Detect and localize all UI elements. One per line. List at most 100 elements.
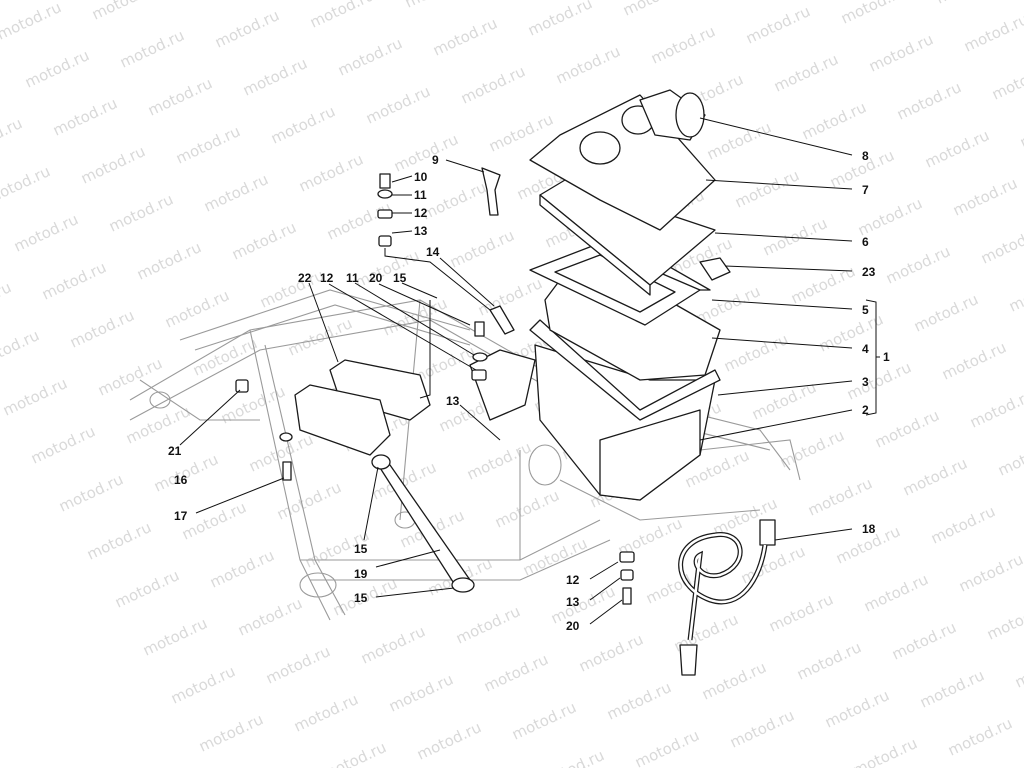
callout-15-lower: 15 [354,542,368,556]
watermark-text: motod.ru [799,98,869,143]
watermark-text: motod.ru [0,114,25,159]
callout-1: 1 [883,350,890,364]
watermark-text: motod.ru [56,470,126,515]
watermark-text: motod.ru [576,630,646,675]
watermark-text: motod.ru [844,358,914,403]
callout-18: 18 [862,522,876,536]
watermark-text: motod.ru [11,210,81,255]
callout-2: 2 [862,403,869,417]
watermark-text: motod.ru [525,0,595,40]
callout-3: 3 [862,375,869,389]
callout-9: 9 [432,153,439,167]
watermark-text: motod.ru [805,474,875,519]
watermark-text: motod.ru [732,166,802,211]
watermark-text: motod.ru [402,0,472,12]
callout-11-upper: 11 [414,188,427,202]
watermark-text: motod.ru [140,614,210,659]
watermark-text: motod.ru [0,326,42,371]
watermark-text: motod.ru [464,438,534,483]
watermark-text: motod.ru [928,502,998,547]
callout-12-upper: 12 [414,206,428,220]
callout-11-mid: 11 [346,271,359,285]
watermark-text: motod.ru [386,670,456,715]
watermark-text: motod.ru [391,130,461,175]
watermark-text: motod.ru [190,334,260,379]
watermark-text: motod.ru [894,78,964,123]
watermark-text: motod.ru [89,0,159,24]
callout-17: 17 [174,509,188,523]
watermark-text: motod.ru [212,6,282,51]
drain-hose [371,454,475,593]
callout-15-bottom: 15 [354,591,368,605]
watermark-text: motod.ru [268,102,338,147]
watermark-text: motod.ru [50,94,120,139]
watermark-text: motod.ru [419,178,489,223]
callout-5: 5 [862,303,869,317]
airbox-base [534,344,716,501]
watermark-text: motod.ru [447,226,517,271]
callout-22: 22 [298,271,312,285]
watermark-text: motod.ru [978,222,1024,267]
watermark-text: motod.ru [822,686,892,731]
leader-lines [179,117,880,625]
watermark-text: motod.ru [1017,106,1024,151]
watermark-text: motod.ru [1006,270,1024,315]
callout-7: 7 [862,183,869,197]
watermark-text: motod.ru [548,582,618,627]
callout-13-mid: 13 [446,394,460,408]
watermark-text: motod.ru [838,0,908,28]
watermark-text: motod.ru [509,698,579,743]
watermark-text: motod.ru [106,190,176,235]
watermark-text: motod.ru [335,34,405,79]
watermark-text: motod.ru [352,246,422,291]
callout-6: 6 [862,235,869,249]
watermark-text: motod.ru [866,30,936,75]
watermark-text: motod.ru [743,2,813,47]
watermark-text: motod.ru [0,374,70,419]
watermark-text: motod.ru [475,274,545,319]
watermark-text: motod.ru [1012,646,1024,691]
breather-tube [489,305,515,335]
watermark-text: motod.ru [184,0,254,4]
watermark-text: motod.ru [168,662,238,707]
fastener-stack [377,173,393,247]
watermark-text: motod.ru [643,562,713,607]
callout-15-mid: 15 [393,271,407,285]
watermark-text: motod.ru [520,534,590,579]
watermark-text: motod.ru [162,286,232,331]
watermark-text: motod.ru [699,658,769,703]
clip-part [481,167,501,216]
watermark-text: motod.ru [738,542,808,587]
watermark-text: motod.ru [537,746,607,768]
callout-12-bottom: 12 [566,573,580,587]
callout-13-upper: 13 [414,224,428,238]
watermark-text: motod.ru [263,642,333,687]
watermark-text: motod.ru [240,54,310,99]
elbow-hose [699,257,731,281]
watermark-text: motod.ru [22,46,92,91]
watermark-text: motod.ru [296,150,366,195]
watermark-text: motod.ru [117,26,187,71]
watermark-text: motod.ru [855,194,925,239]
watermark-text: motod.ru [307,0,377,32]
callout-14: 14 [426,245,440,259]
watermark-text: motod.ru [632,726,702,768]
callout-4: 4 [862,342,869,356]
watermark-text: motod.ru [911,290,981,335]
watermark-text: motod.ru [196,710,266,755]
watermark-text: motod.ru [0,0,64,44]
watermark-text: motod.ru [704,118,774,163]
watermark-text: motod.ru [922,126,992,171]
watermark-text: motod.ru [235,594,305,639]
watermark-text: motod.ru [956,550,1024,595]
gasket-ring [529,319,721,421]
watermark-text: motod.ru [112,566,182,611]
watermark-text: motod.ru [889,618,959,663]
watermark-text: motod.ru [771,50,841,95]
callout-19: 19 [354,567,368,581]
watermark-text: motod.ru [777,426,847,471]
watermark-text: motod.ru [123,402,193,447]
watermark-text: motod.ru [766,590,836,635]
watermark-text: motod.ru [179,498,249,543]
